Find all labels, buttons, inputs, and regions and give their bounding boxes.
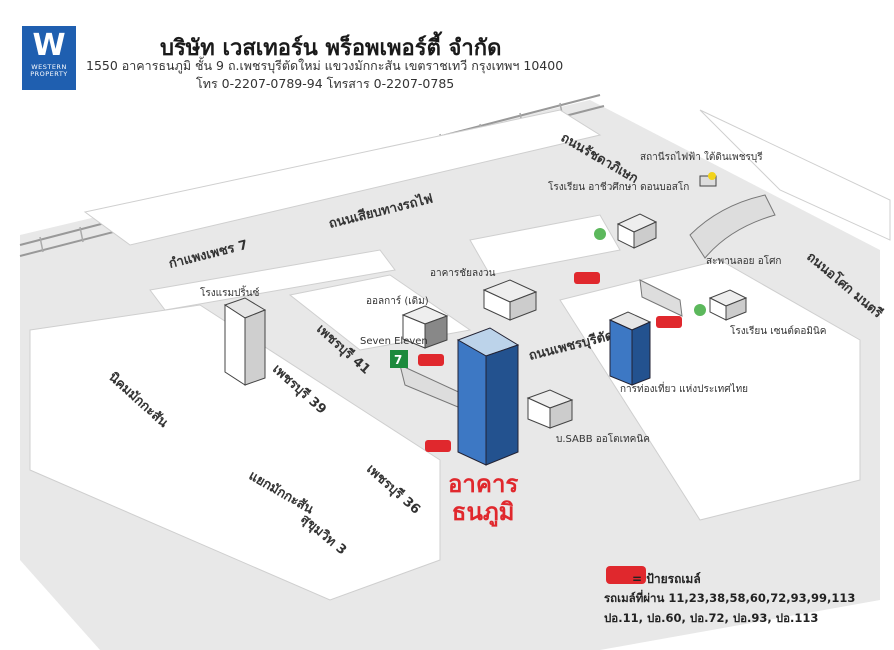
main-tower <box>456 327 520 466</box>
legend-bus-icon <box>606 566 646 584</box>
label-allcar: ออลการ์ (เดิม) <box>366 295 429 307</box>
svg-text:7: 7 <box>394 353 402 367</box>
block-north-center <box>469 214 621 276</box>
company-name: บริษัท เวสเทอร์น พร็อพเพอร์ตี้ จำกัด <box>160 36 502 61</box>
label-chaisongwan: อาคารชัยลงวน <box>430 268 496 279</box>
logo-mark: W <box>32 28 66 63</box>
bus-stops <box>418 272 682 584</box>
label-sabb: บ.SABB ออโตเทคนิค <box>556 432 650 445</box>
stdominic-school <box>694 289 748 321</box>
block-north <box>83 109 602 246</box>
label-donbosco: โรงเรียน อาชีวศึกษา ดอนบอสโก <box>548 180 689 193</box>
bus-stop-icon <box>656 316 682 328</box>
logo-text-2: PROPERTY <box>30 70 68 78</box>
company-logo: W WESTERN PROPERTY <box>22 26 76 90</box>
target-line-2: ธนภูมิ <box>451 498 515 526</box>
block-west <box>149 249 396 311</box>
company-phone: โทร 0-2207-0789-94 โทรสาร 0-2207-0785 <box>196 76 455 91</box>
label-stdominic: โรงเรียน เซนต์ดอมินิค <box>730 324 826 337</box>
seven-eleven-sign: 7 <box>390 350 408 368</box>
label-mrt: สถานีรถไฟฟ้า ใต้ดินเพชรบุรี <box>640 151 763 163</box>
target-building-label: อาคาร ธนภูมิ <box>448 470 518 526</box>
tat-building <box>608 311 652 386</box>
logo-text-1: WESTERN <box>31 63 67 71</box>
bus-stop-icon <box>574 272 600 284</box>
company-address: 1550 อาคารธนภูมิ ชั้น 9 ถ.เพชรบุรีตัดใหม… <box>86 58 564 73</box>
target-line-1: อาคาร <box>448 470 519 498</box>
legend-ac-lines: ปอ.11, ปอ.60, ปอ.72, ปอ.93, ปอ.113 <box>604 611 819 625</box>
footbridge-east <box>639 279 683 317</box>
block-southwest <box>29 304 441 601</box>
label-hotel: โรงแรมปริ้นซ์ <box>200 285 260 299</box>
asok-bridge <box>689 194 776 259</box>
chaisongwan-building <box>482 279 538 321</box>
bus-stop-icon <box>418 354 444 366</box>
sabb-building <box>526 389 574 429</box>
legend-bus-lines: รถเมล์ที่ผ่าน 11,23,38,58,60,72,93,99,11… <box>604 591 856 605</box>
legend-bus-stop: = ป้ายรถเมล์ <box>632 572 701 586</box>
label-seven: Seven Eleven <box>360 336 428 347</box>
label-asok-bridge: สะพานลอย อโศก <box>706 254 781 267</box>
hotel-building <box>223 297 267 386</box>
donbosco-school <box>594 213 658 249</box>
bus-stop-icon <box>425 440 451 452</box>
label-tat: การท่องเที่ยว แห่งประเทศไทย <box>620 381 748 395</box>
allcar-building <box>401 305 449 349</box>
block-northeast <box>699 109 891 241</box>
mrt-station <box>699 172 717 187</box>
